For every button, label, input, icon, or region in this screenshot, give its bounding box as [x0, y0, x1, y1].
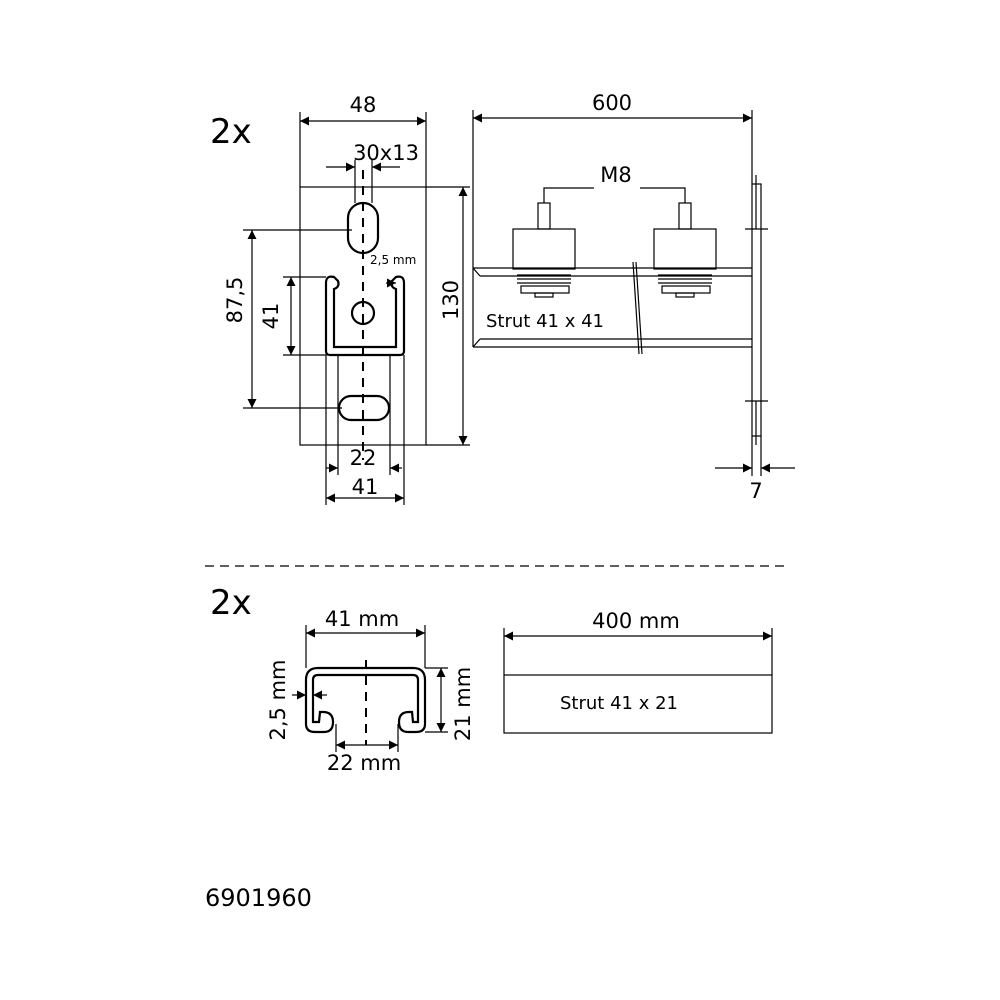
dim-slot-size-label: 30x13: [353, 141, 419, 165]
dim-channel-opening-label: 22: [350, 446, 377, 470]
dim-channel-height-label: 41: [259, 303, 283, 330]
base-plate-front-view: [299, 170, 427, 460]
dim-bottom-thickness: 2,5 mm: [266, 660, 327, 741]
dim-bottom-length: 400 mm: [503, 609, 773, 675]
bolt-callout: M8: [543, 163, 686, 203]
dim-bottom-width-label: 41 mm: [325, 607, 399, 631]
strut-cross-section: [304, 660, 427, 745]
dim-arm-length: 600: [472, 91, 753, 268]
dim-hole-spacing: 87,5: [223, 229, 352, 409]
dim-bottom-height: 21 mm: [425, 667, 475, 741]
dim-plate-width: 48: [299, 93, 427, 187]
dim-plate-thickness-label: 7: [749, 479, 762, 503]
dim-bottom-opening: 22 mm: [327, 724, 401, 775]
bottom-strut-label: Strut 41 x 21: [560, 693, 678, 714]
dim-plate-height-label: 130: [439, 280, 463, 320]
dim-channel-width-label: 41: [352, 475, 379, 499]
dim-bottom-height-label: 21 mm: [451, 667, 475, 741]
strut-side-view: Strut 41 x 21: [503, 674, 773, 734]
dim-bottom-opening-label: 22 mm: [327, 751, 401, 775]
arm-strut-label: Strut 41 x 41: [486, 311, 604, 332]
dim-arm-length-label: 600: [592, 91, 632, 115]
thickness-note-label: 2,5 mm: [370, 253, 416, 267]
dim-bottom-width: 41 mm: [305, 607, 426, 668]
dim-thickness-note: 2,5 mm: [370, 253, 416, 288]
dim-bottom-length-label: 400 mm: [592, 609, 680, 633]
top-quantity: 2x: [210, 112, 252, 152]
dim-channel-height: 41: [259, 276, 326, 356]
cantilever-arm-side-view: Strut 41 x 41: [472, 175, 768, 445]
dim-channel-opening: 22: [326, 355, 402, 475]
dim-bottom-thickness-label: 2,5 mm: [266, 660, 290, 741]
bottom-quantity: 2x: [210, 583, 252, 623]
dim-hole-spacing-label: 87,5: [223, 277, 247, 324]
article-number: 6901960: [205, 884, 312, 912]
dim-plate-thickness: 7: [715, 436, 795, 503]
dim-channel-width: 41: [325, 355, 405, 505]
bolt-label: M8: [600, 163, 631, 187]
dim-plate-width-label: 48: [350, 93, 377, 117]
dim-plate-height: 130: [426, 186, 470, 446]
dim-slot-size: 30x13: [326, 141, 419, 203]
